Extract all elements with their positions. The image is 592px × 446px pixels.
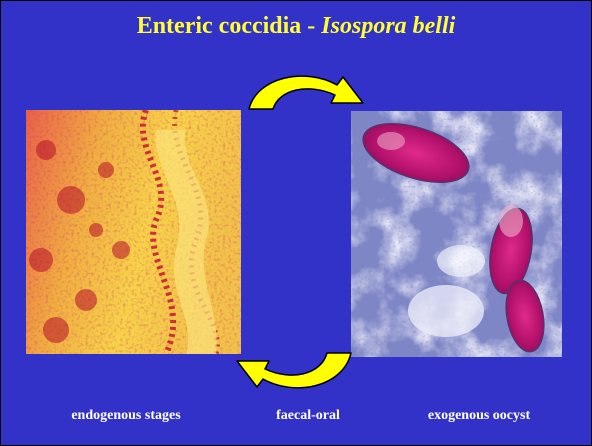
title-main: Enteric coccidia - [137,13,322,39]
caption-faecal-oral: faecal-oral [253,408,363,424]
caption-exogenous-oocyst: exogenous oocyst [394,408,564,424]
endogenous-stages-micrograph [26,110,241,354]
caption-endogenous-stages: endogenous stages [41,408,211,424]
curved-arrow-icon [245,69,367,111]
exogenous-oocyst-micrograph [351,111,562,357]
curved-arrow-icon [233,351,355,395]
slide-title: Enteric coccidia - Isospora belli [1,13,591,40]
title-species: Isospora belli [321,13,455,39]
